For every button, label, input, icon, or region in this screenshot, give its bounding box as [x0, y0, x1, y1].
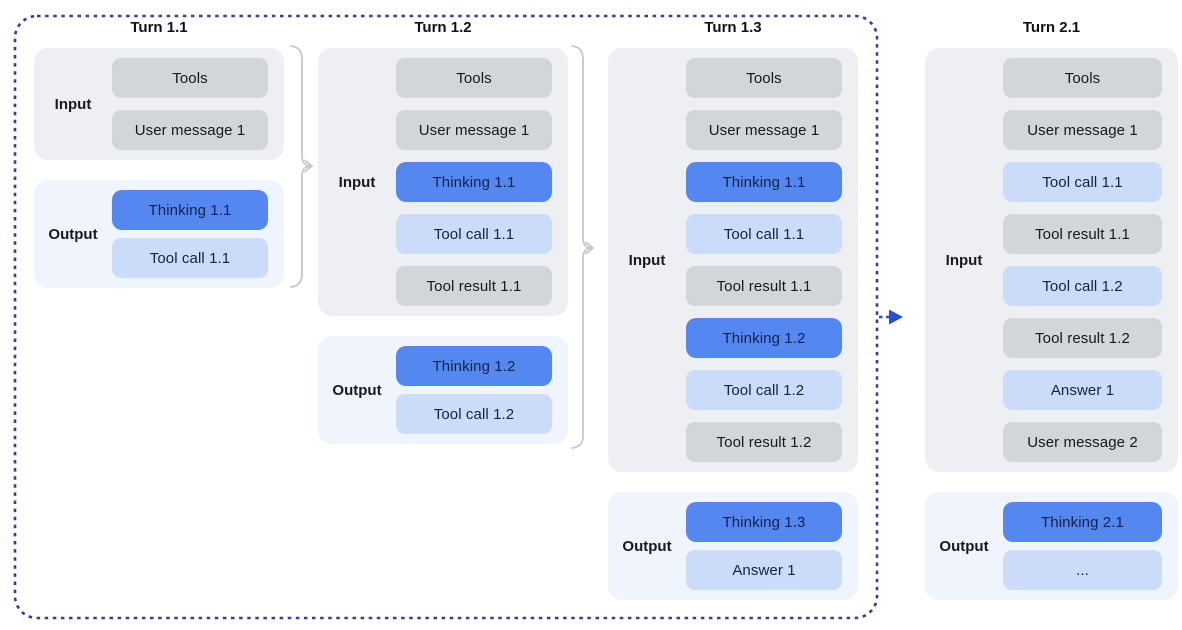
block-thinking-1-1: Thinking 1.1 [112, 190, 268, 230]
output-label: Output [939, 537, 989, 555]
block-tool-call-1-1: Tool call 1.1 [396, 214, 552, 254]
block-user-message-1: User message 1 [686, 110, 842, 150]
block-tools: Tools [686, 58, 842, 98]
block-answer-1: Answer 1 [686, 550, 842, 590]
input-label: Input [945, 251, 983, 269]
block-tool-call-1-2: Tool call 1.2 [396, 394, 552, 434]
output-section: Output Thinking 2.1... [925, 492, 1178, 600]
bracket-arrow-icon [304, 159, 314, 173]
block-tools: Tools [112, 58, 268, 98]
block-tools: Tools [396, 58, 552, 98]
input-label: Input [54, 95, 92, 113]
turn-title: Turn 1.1 [130, 19, 188, 36]
block-tool-call-1-1: Tool call 1.1 [112, 238, 268, 278]
turn-title: Turn 1.2 [414, 19, 472, 36]
output-blocks: Thinking 2.1... [1003, 502, 1162, 590]
input-label: Input [338, 173, 376, 191]
bracket-arrow-icon [585, 241, 595, 255]
block-thinking-1-2: Thinking 1.2 [686, 318, 842, 358]
turn-title: Turn 2.1 [1022, 19, 1081, 36]
block-thinking-1-3: Thinking 1.3 [686, 502, 842, 542]
next-turn-arrow-icon [879, 309, 903, 325]
block-thinking-1-1: Thinking 1.1 [396, 162, 552, 202]
block-thinking-1-1: Thinking 1.1 [686, 162, 842, 202]
block-user-message-2: User message 2 [1003, 422, 1162, 462]
block-tool-call-1-2: Tool call 1.2 [1003, 266, 1162, 306]
block-tool-result-1-1: Tool result 1.1 [396, 266, 552, 306]
block-thinking-1-2: Thinking 1.2 [396, 346, 552, 386]
block-tool-result-1-2: Tool result 1.2 [1003, 318, 1162, 358]
block-answer-1: Answer 1 [1003, 370, 1162, 410]
output-label: Output [622, 537, 672, 555]
block-user-message-1: User message 1 [1003, 110, 1162, 150]
carry-forward-bracket-1 [290, 45, 314, 288]
block-user-message-1: User message 1 [396, 110, 552, 150]
block-tool-call-1-1: Tool call 1.1 [1003, 162, 1162, 202]
turn-title: Turn 1.3 [704, 19, 762, 36]
output-label: Output [332, 381, 382, 399]
carry-forward-bracket-2 [571, 45, 595, 449]
block-tool-result-1-2: Tool result 1.2 [686, 422, 842, 462]
block-tool-call-1-1: Tool call 1.1 [686, 214, 842, 254]
block-tool-result-1-1: Tool result 1.1 [1003, 214, 1162, 254]
block-tool-result-1-1: Tool result 1.1 [686, 266, 842, 306]
block-tools: Tools [1003, 58, 1162, 98]
block-tool-call-1-2: Tool call 1.2 [686, 370, 842, 410]
input-label: Input [628, 251, 666, 269]
block-ellipsis: ... [1003, 550, 1162, 590]
output-label: Output [48, 225, 98, 243]
block-user-message-1: User message 1 [112, 110, 268, 150]
block-thinking-2-1: Thinking 2.1 [1003, 502, 1162, 542]
